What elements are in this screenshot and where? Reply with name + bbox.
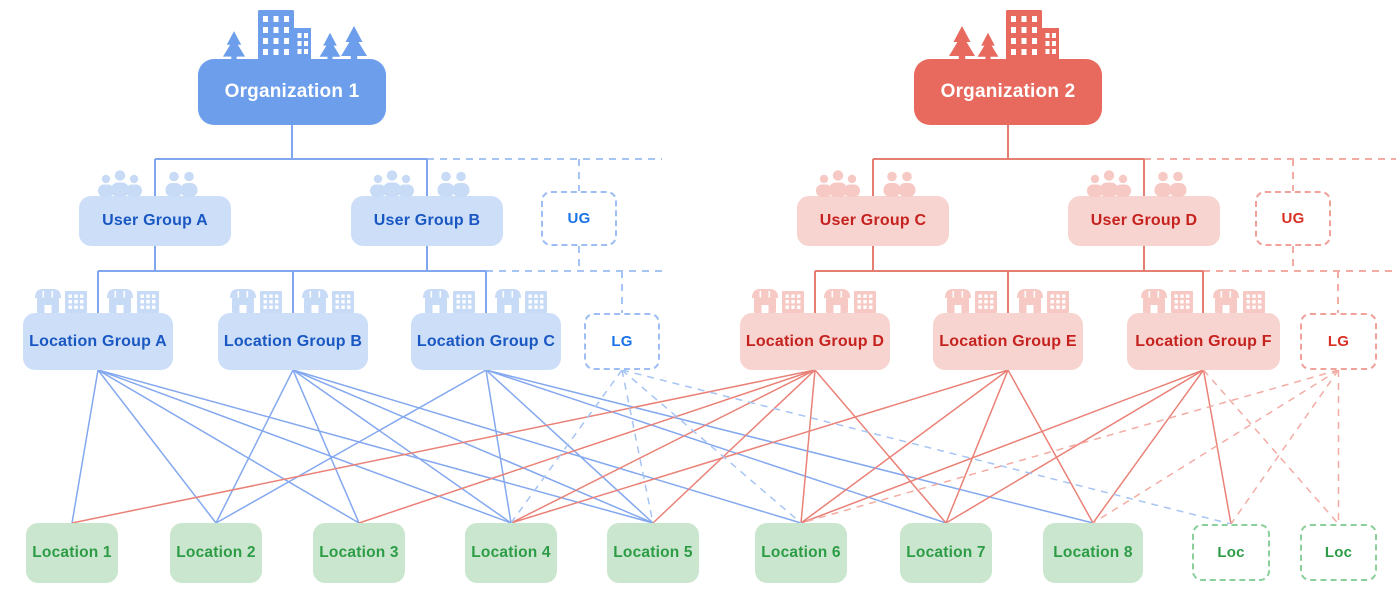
lgC-node: Location Group C <box>411 289 561 370</box>
lgF-label: Location Group F <box>1135 332 1272 350</box>
ugB-node: User Group B <box>351 170 503 246</box>
edge-lgF-loc7 <box>945 369 1204 524</box>
loc1-label: Location 1 <box>32 544 112 561</box>
lgGhostBlue-node: LG <box>584 313 660 370</box>
edge-lgD-loc4 <box>510 369 816 524</box>
edge-lgGhostRed-loc6 <box>800 369 1339 524</box>
ugC-node: User Group C <box>797 170 949 246</box>
edge-lgB-loc6 <box>292 369 802 524</box>
edge-lgD-loc5 <box>652 369 816 524</box>
lgGhostRed-node: LG <box>1300 313 1377 370</box>
edge-lgC-loc5 <box>485 369 654 524</box>
edge-lgE-loc8 <box>1007 369 1094 524</box>
lgE-node: Location Group E <box>933 289 1083 370</box>
edge-lgE-loc7 <box>945 369 1009 524</box>
locGhost2-label: Loc <box>1324 544 1353 561</box>
lgA-node: Location Group A <box>23 289 173 370</box>
loc6-label: Location 6 <box>761 544 841 561</box>
ugA-node: User Group A <box>79 170 231 246</box>
ugA-label: User Group A <box>102 212 208 229</box>
ugGhostRed-label: UG <box>1281 210 1305 227</box>
edge-lgD-loc6 <box>800 369 816 524</box>
org2-label: Organization 2 <box>940 81 1076 102</box>
org2-node: Organization 2 <box>914 10 1102 125</box>
locGhost1-label: Loc <box>1217 544 1245 561</box>
edge-lgF-loc8 <box>1092 369 1205 524</box>
loc5-node: Location 5 <box>607 523 699 583</box>
edge-lgA-loc4 <box>97 369 512 524</box>
edge-lgD-loc3 <box>358 369 816 524</box>
lgB-label: Location Group B <box>223 332 363 350</box>
loc3-label: Location 3 <box>319 544 399 561</box>
edge-lgE-loc4 <box>510 369 1009 524</box>
org1-node: Organization 1 <box>198 10 386 125</box>
edge-lgGhostBlue-loc6 <box>621 369 802 524</box>
loc4-node: Location 4 <box>465 523 557 583</box>
org1-label: Organization 1 <box>224 81 360 102</box>
loc7-label: Location 7 <box>906 544 986 561</box>
ugC-label: User Group C <box>819 212 927 229</box>
loc2-label: Location 2 <box>176 544 256 561</box>
edge-lgGhostRed-loc8 <box>1092 369 1339 524</box>
loc7-node: Location 7 <box>900 523 992 583</box>
edge-lgA-loc3 <box>97 369 360 524</box>
locGhost1-node: Loc <box>1192 524 1270 581</box>
lgA-label: Location Group A <box>29 332 167 350</box>
edge-lgE-loc6 <box>800 369 1009 524</box>
edge-lgB-loc2 <box>215 369 294 524</box>
lgGhostBlue-label: LG <box>611 333 633 350</box>
edge-lgC-loc4 <box>485 369 512 524</box>
ugD-label: User Group D <box>1090 212 1198 229</box>
edge-lgF-loc6 <box>800 369 1204 524</box>
locGhost2-node: Loc <box>1300 524 1377 581</box>
loc2-node: Location 2 <box>170 523 262 583</box>
loc6-node: Location 6 <box>755 523 847 583</box>
edge-lgD-loc7 <box>814 369 947 524</box>
ugB-label: User Group B <box>373 212 481 229</box>
lgF-node: Location Group F <box>1127 289 1280 370</box>
edge-lgC-loc8 <box>485 369 1094 524</box>
lgE-label: Location Group E <box>939 332 1077 350</box>
edge-lgC-loc2 <box>215 369 487 524</box>
edge-lgF-locGhost1 <box>1202 369 1232 525</box>
edge-lgB-loc4 <box>292 369 512 524</box>
loc8-label: Location 8 <box>1053 544 1133 561</box>
edge-lgA-loc2 <box>97 369 217 524</box>
lgB-node: Location Group B <box>218 289 368 370</box>
loc3-node: Location 3 <box>313 523 405 583</box>
edge-lgA-loc1 <box>71 369 99 524</box>
loc5-label: Location 5 <box>613 544 693 561</box>
lgD-label: Location Group D <box>745 332 885 350</box>
ugGhostBlue-label: UG <box>567 210 591 227</box>
edge-lgF-locGhost2 <box>1202 369 1340 525</box>
edge-lgGhostBlue-locGhost1 <box>621 369 1232 525</box>
edge-lgGhostBlue-loc5 <box>621 369 654 524</box>
ugGhostRed-node: UG <box>1255 191 1331 246</box>
ugGhostBlue-node: UG <box>541 191 617 246</box>
edge-lgGhostRed-locGhost1 <box>1230 369 1340 525</box>
edge-lgB-loc5 <box>292 369 654 524</box>
edge-lgD-loc1 <box>71 369 816 524</box>
loc8-node: Location 8 <box>1043 523 1143 583</box>
lgGhostRed-label: LG <box>1327 333 1350 350</box>
edge-lgB-loc3 <box>292 369 360 524</box>
loc1-node: Location 1 <box>26 523 118 583</box>
lgC-label: Location Group C <box>416 332 556 350</box>
edge-lgGhostBlue-loc4 <box>510 369 623 524</box>
ugD-node: User Group D <box>1068 170 1220 246</box>
loc4-label: Location 4 <box>471 544 551 561</box>
lgD-node: Location Group D <box>740 289 890 370</box>
